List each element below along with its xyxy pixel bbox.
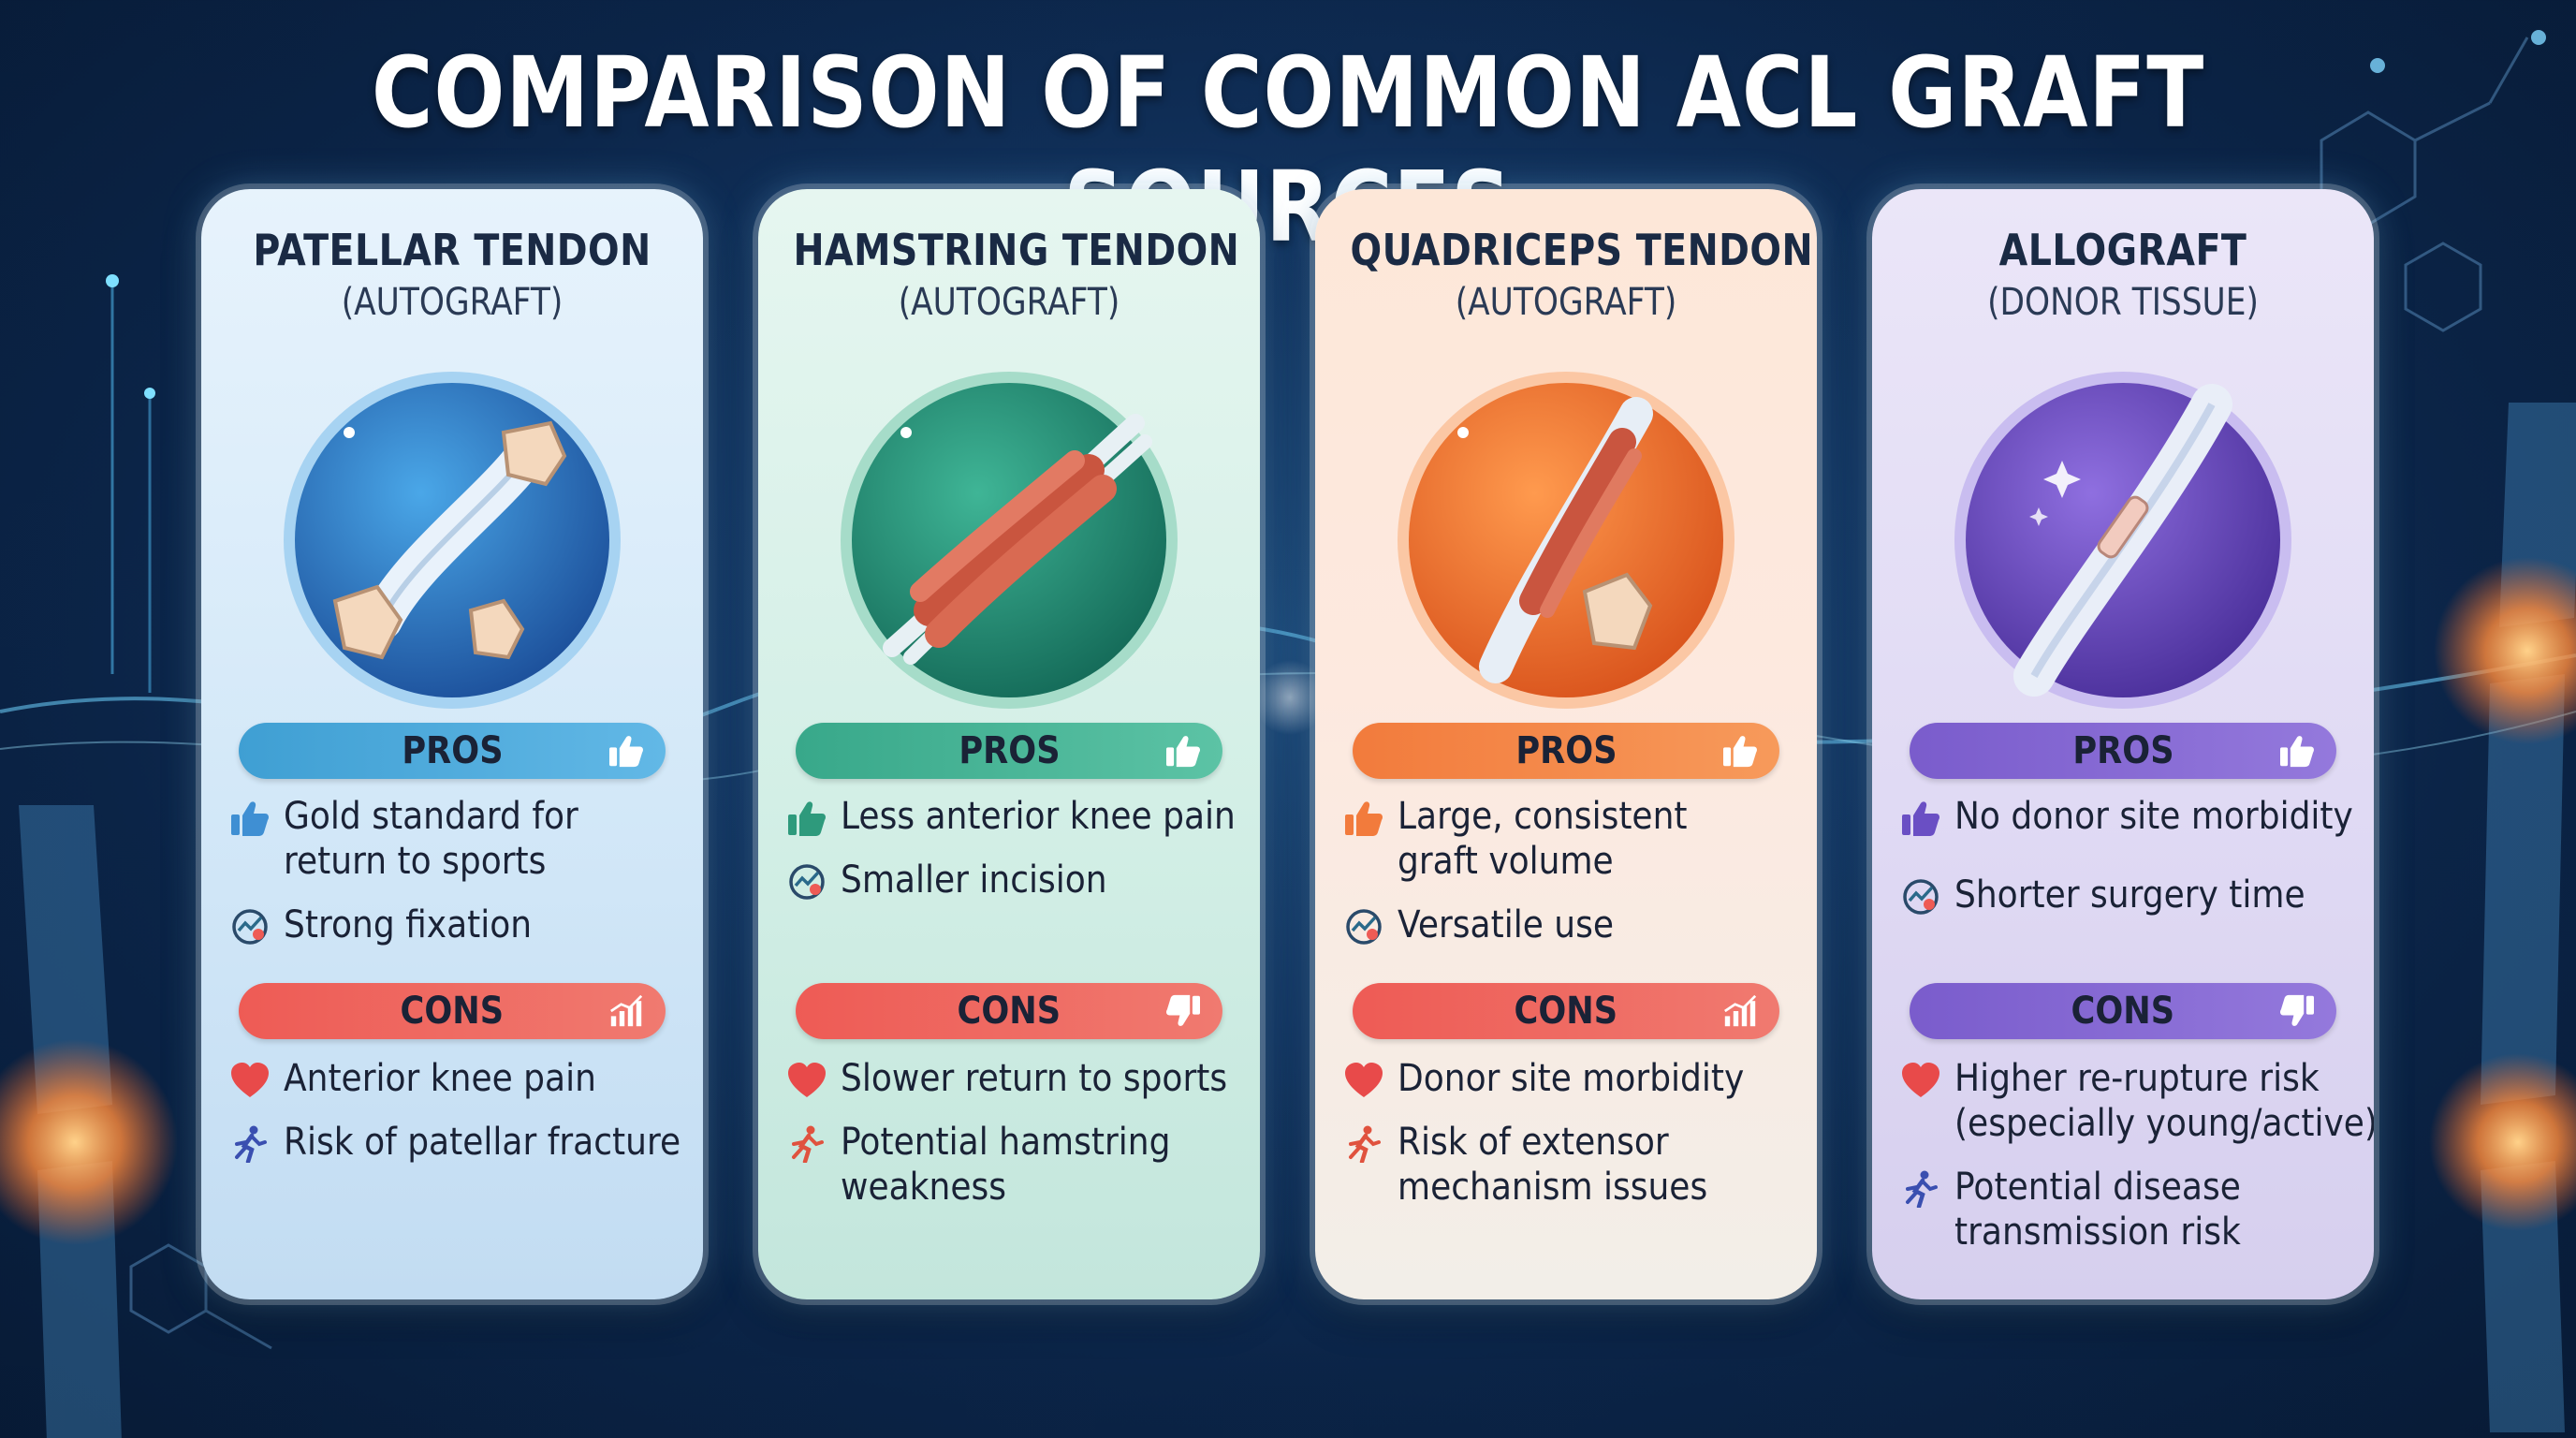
cons-header: CONS (1910, 983, 2336, 1039)
list-item: Risk of patellar fracture (224, 1120, 692, 1165)
cons-header: CONS (239, 983, 666, 1039)
cons-list: Donor site morbidity Risk of extensor me… (1338, 1056, 1806, 1210)
runner-icon (786, 1125, 827, 1163)
cons-list: Anterior knee pain Risk of patellar frac… (224, 1056, 692, 1165)
patellar-graft-illustration (279, 367, 625, 713)
thumbs-down-icon (1164, 994, 1202, 1028)
list-item: Large, consistent graft volume (1338, 794, 1806, 884)
quadriceps-graft-illustration (1393, 367, 1739, 713)
thumbs-up-icon (1343, 800, 1384, 837)
heart-icon (1900, 1062, 1941, 1099)
list-item: Less anterior knee pain (781, 794, 1249, 839)
card-hamstring-tendon: HAMSTRING TENDON (AUTOGRAFT) PROS (758, 189, 1260, 1299)
pros-list: No donor site morbidity Shorter surgery … (1895, 794, 2363, 917)
list-item: Potential hamstring weakness (781, 1120, 1249, 1210)
card-title: HAMSTRING TENDON (793, 225, 1240, 275)
pros-header: PROS (239, 723, 666, 779)
card-subtitle: (AUTOGRAFT) (898, 281, 1120, 324)
list-item: Gold standard for return to sports (224, 794, 692, 884)
chart-check-icon (786, 863, 827, 901)
list-item: Risk of extensor mechanism issues (1338, 1120, 1806, 1210)
thumbs-up-icon (2278, 734, 2316, 768)
list-item: Shorter surgery time (1895, 873, 2363, 917)
list-item: Higher re-rupture risk (especially young… (1895, 1056, 2374, 1146)
thumbs-up-icon (1164, 734, 1202, 768)
allograft-illustration (1950, 367, 2296, 713)
card-subtitle: (DONOR TISSUE) (1987, 281, 2259, 324)
runner-icon (1900, 1170, 1941, 1208)
list-item: Potential disease transmission risk (1895, 1165, 2363, 1255)
heart-icon (786, 1062, 827, 1099)
pros-list: Less anterior knee pain Smaller incision (781, 794, 1249, 902)
list-item: Strong fixation (224, 902, 692, 947)
thumbs-up-icon (786, 800, 827, 837)
runner-icon (229, 1125, 271, 1163)
runner-icon (1343, 1125, 1384, 1163)
thumbs-up-icon (607, 734, 645, 768)
list-item: Versatile use (1338, 902, 1806, 947)
thumbs-up-icon (1721, 734, 1759, 768)
list-item: Slower return to sports (781, 1056, 1249, 1101)
heart-icon (1343, 1062, 1384, 1099)
pros-header: PROS (1353, 723, 1779, 779)
pros-list: Large, consistent graft volume Versatile… (1338, 794, 1806, 947)
list-item: Anterior knee pain (224, 1056, 692, 1101)
knee-joint-illustration-left (0, 805, 178, 1438)
chart-up-icon (607, 994, 645, 1028)
card-quadriceps-tendon: QUADRICEPS TENDON (AUTOGRAFT) PROS (1315, 189, 1817, 1299)
card-subtitle: (AUTOGRAFT) (341, 281, 564, 324)
card-subtitle: (AUTOGRAFT) (1455, 281, 1677, 324)
list-item: Donor site morbidity (1338, 1056, 1806, 1101)
list-item: Smaller incision (781, 858, 1249, 902)
pros-header: PROS (796, 723, 1222, 779)
chart-check-icon (1900, 878, 1941, 916)
thumbs-up-icon (1900, 800, 1941, 837)
card-title: ALLOGRAFT (1998, 225, 2247, 275)
card-title: QUADRICEPS TENDON (1350, 225, 1814, 275)
list-item: No donor site morbidity (1895, 794, 2363, 839)
chart-up-icon (1721, 994, 1759, 1028)
pros-list: Gold standard for return to sports Stron… (224, 794, 692, 947)
thumbs-up-icon (229, 800, 271, 837)
heart-icon (229, 1062, 271, 1099)
cons-list: Slower return to sports Potential hamstr… (781, 1056, 1249, 1210)
card-patellar-tendon: PATELLAR TENDON (AUTOGRAFT) PROS Gold st… (201, 189, 703, 1299)
card-allograft: ALLOGRAFT (DONOR TISSUE) PROS No donor s… (1872, 189, 2374, 1299)
cons-header: CONS (1353, 983, 1779, 1039)
cons-list: Higher re-rupture risk (especially young… (1895, 1056, 2374, 1255)
card-title: PATELLAR TENDON (253, 225, 651, 275)
chart-check-icon (1343, 908, 1384, 946)
thumbs-down-icon (2278, 994, 2316, 1028)
chart-check-icon (229, 908, 271, 946)
hamstring-graft-illustration (836, 367, 1182, 713)
pros-header: PROS (1910, 723, 2336, 779)
cons-header: CONS (796, 983, 1222, 1039)
knee-joint-illustration-right (2429, 403, 2576, 1432)
